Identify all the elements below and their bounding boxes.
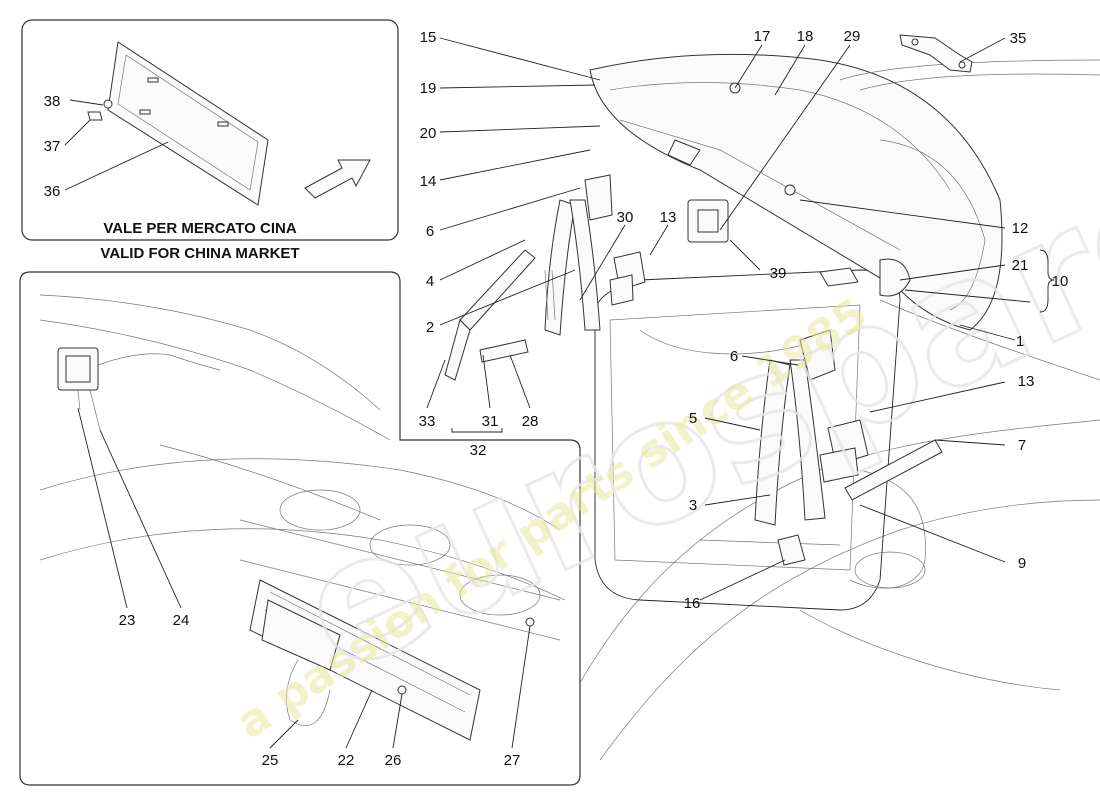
- callout-25: 25: [262, 752, 279, 769]
- callout-20: 20: [420, 125, 437, 142]
- callout-23: 23: [119, 612, 136, 629]
- callout-26: 26: [385, 752, 402, 769]
- callout-6b: 6: [730, 348, 738, 365]
- callout-4: 4: [426, 273, 434, 290]
- callout-9: 9: [1018, 555, 1026, 572]
- callout-19: 19: [420, 80, 437, 97]
- lower-left-inset: [19, 271, 581, 786]
- callout-39: 39: [770, 265, 787, 282]
- callout-37: 37: [44, 138, 61, 155]
- callout-31: 31: [482, 413, 499, 430]
- callout-7: 7: [1018, 437, 1026, 454]
- callout-15: 15: [420, 29, 437, 46]
- callout-12: 12: [1012, 220, 1029, 237]
- callout-labels: 15 19 20 14 6 4 2 33 31 28 32 30 13 17 1…: [44, 28, 1069, 769]
- callout-22: 22: [338, 752, 355, 769]
- callout-38: 38: [44, 93, 61, 110]
- callout-29: 29: [844, 28, 861, 45]
- callout-14: 14: [420, 173, 437, 190]
- leader-lines: [64, 37, 1055, 749]
- callout-17: 17: [754, 28, 771, 45]
- callout-28: 28: [522, 413, 539, 430]
- callout-32: 32: [470, 442, 487, 459]
- callout-13a: 13: [660, 209, 677, 226]
- callout-33: 33: [419, 413, 436, 430]
- callout-2: 2: [426, 319, 434, 336]
- callout-24: 24: [173, 612, 190, 629]
- callout-6a: 6: [426, 223, 434, 240]
- china-market-line2: VALID FOR CHINA MARKET: [100, 245, 299, 262]
- callout-13b: 13: [1018, 373, 1035, 390]
- direction-arrow-icon: [304, 159, 371, 199]
- callout-27: 27: [504, 752, 521, 769]
- callout-1: 1: [1016, 333, 1024, 350]
- callout-10: 10: [1052, 273, 1069, 290]
- hinge-bracket-35: [899, 34, 973, 73]
- callout-21: 21: [1012, 257, 1029, 274]
- callout-35: 35: [1010, 30, 1027, 47]
- callout-36: 36: [44, 183, 61, 200]
- china-market-panel: VALE PER MERCATO CINA VALID FOR CHINA MA…: [21, 19, 399, 262]
- callout-18: 18: [797, 28, 814, 45]
- trunk-lid: [589, 53, 1100, 331]
- left-hinge-assembly: [444, 174, 646, 381]
- callout-30: 30: [617, 209, 634, 226]
- callout-16: 16: [684, 595, 701, 612]
- right-hinge-assembly: [754, 329, 943, 566]
- china-market-line1: VALE PER MERCATO CINA: [103, 220, 297, 237]
- callout-5: 5: [689, 410, 697, 427]
- callout-3: 3: [689, 497, 697, 514]
